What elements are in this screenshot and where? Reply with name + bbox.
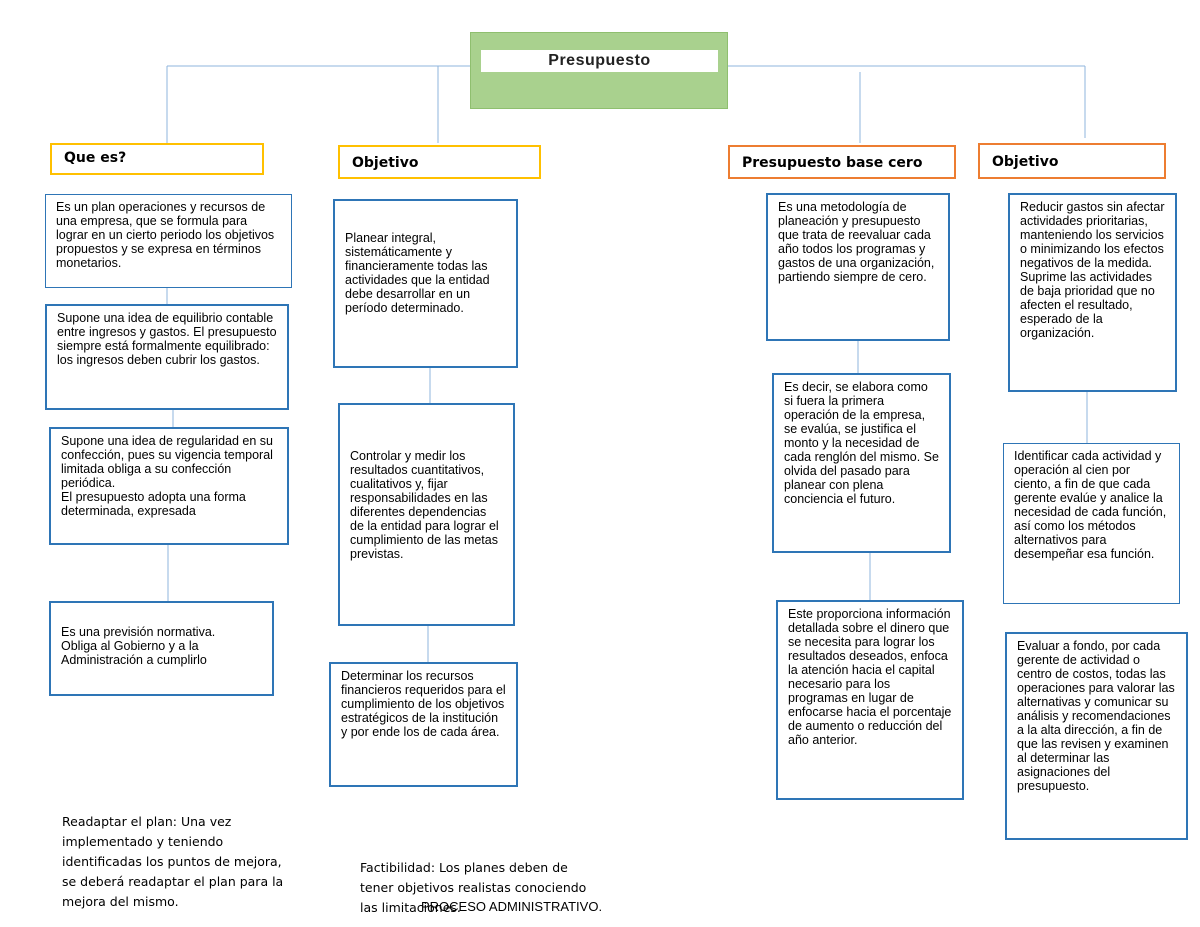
base-cero-metodologia: Es una metodología de planeación y presu… (766, 193, 950, 341)
header-objetivo-left: Objetivo (338, 145, 541, 179)
objetivo-recursos: Determinar los recursos financieros requ… (329, 662, 518, 787)
objetivo-reducir-gastos: Reducir gastos sin afectar actividades p… (1008, 193, 1177, 392)
header-objetivo-right: Objetivo (978, 143, 1166, 179)
header-base-cero: Presupuesto base cero (728, 145, 956, 179)
que-es-equilibrio: Supone una idea de equilibrio contable e… (45, 304, 289, 410)
note-factibilidad: Factibilidad: Los planes deben de tener … (360, 860, 587, 915)
diagram-title: Presupuesto (481, 50, 718, 72)
base-cero-informacion: Este proporciona información detallada s… (776, 600, 964, 800)
objetivo-controlar: Controlar y medir los resultados cuantit… (338, 403, 515, 626)
objetivo-planear: Planear integral, sistemáticamente y fin… (333, 199, 518, 368)
que-es-regularidad: Supone una idea de regularidad en su con… (49, 427, 289, 545)
title-node: Presupuesto (470, 32, 728, 109)
que-es-definition: Es un plan operaciones y recursos de una… (45, 194, 292, 288)
footer-label: PROCESO ADMINISTRATIVO. (421, 899, 603, 914)
objetivo-identificar: Identificar cada actividad y operación a… (1003, 443, 1180, 604)
header-que-es: Que es? (50, 143, 264, 175)
objetivo-evaluar: Evaluar a fondo, por cada gerente de act… (1005, 632, 1188, 840)
base-cero-elabora: Es decir, se elabora como si fuera la pr… (772, 373, 951, 553)
que-es-prevision: Es una previsión normativa. Obliga al Go… (49, 601, 274, 696)
note-readaptar: Readaptar el plan: Una vez implementado … (62, 814, 284, 909)
